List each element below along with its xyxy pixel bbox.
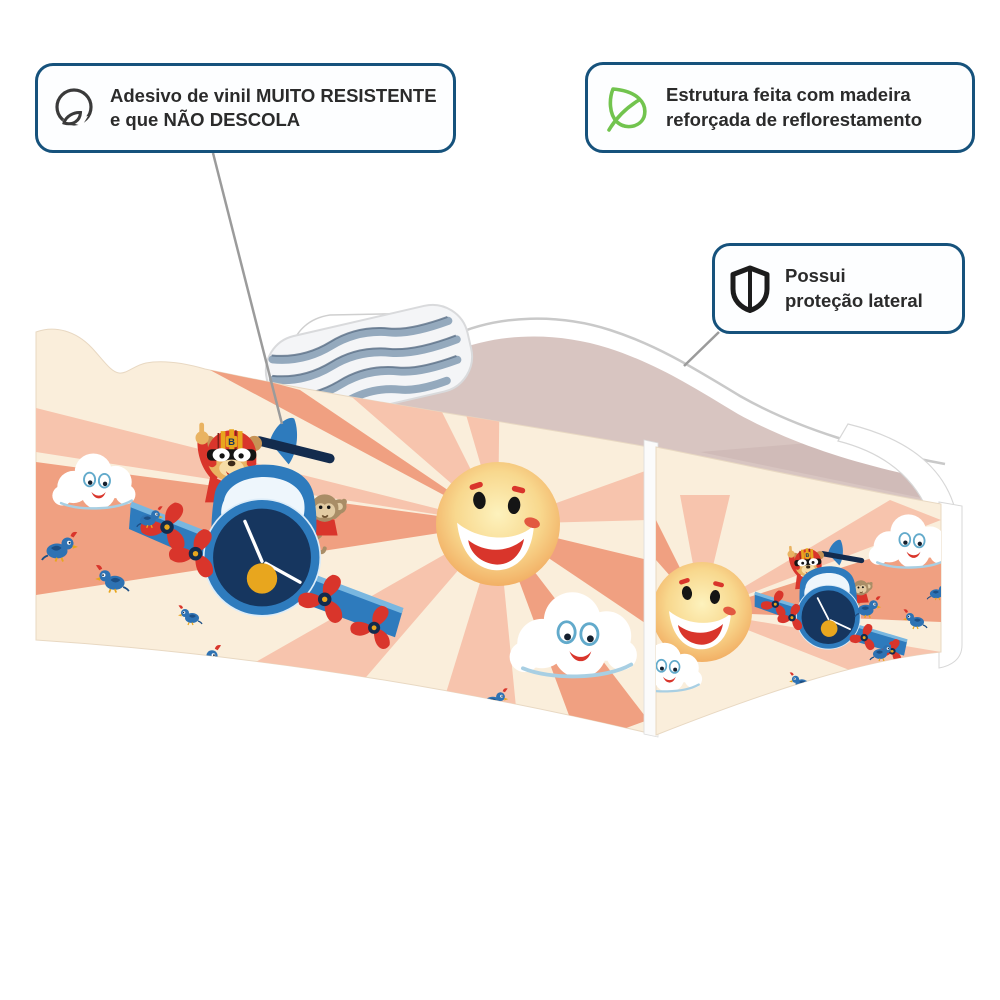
bed-side-panel-art: [35, 328, 649, 734]
foot-end-frame: [837, 423, 963, 669]
callout-protection-text: Possui proteção lateral: [785, 265, 923, 311]
cloud-illustration: [278, 684, 382, 733]
callout-side-protection: Possui proteção lateral: [712, 243, 965, 334]
sticker-icon: [52, 86, 96, 130]
mattress: [352, 335, 941, 506]
callout-reforested-wood: Estrutura feita com madeira reforçada de…: [585, 62, 975, 153]
leaf-icon: [602, 83, 652, 133]
bed-foot-panel-art: [655, 446, 942, 736]
callout-vinyl-sticker: Adesivo de vinil MUITO RESISTENTE e que …: [35, 63, 456, 153]
callout-vinyl-text: Adesivo de vinil MUITO RESISTENTE e que …: [110, 84, 437, 130]
cloud-illustration: [409, 704, 487, 733]
sun-illustration: [436, 462, 560, 586]
callout-wood-text: Estrutura feita com madeira reforçada de…: [666, 84, 923, 130]
shield-icon: [729, 265, 771, 313]
leader-line-vinyl: [211, 152, 284, 425]
leader-line-protection: [683, 331, 720, 367]
corner-post: [643, 439, 659, 738]
